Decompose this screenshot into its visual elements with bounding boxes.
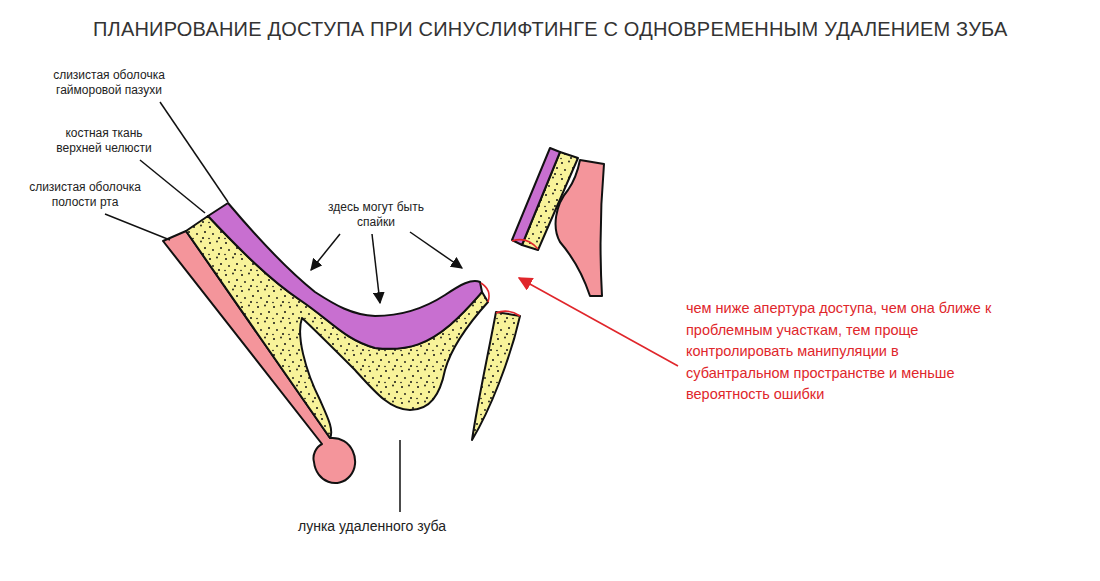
- cheek-mucosa: [556, 160, 604, 296]
- part-label: слизистая оболочка полости рта: [26, 180, 144, 210]
- diagram-title: ПЛАНИРОВАНИЕ ДОСТУПА ПРИ СИНУСЛИФТИНГЕ С…: [93, 18, 1008, 41]
- leader-line: [105, 102, 462, 512]
- note-label: здесь могут быть спайки: [322, 200, 430, 230]
- note-text: чем ниже апертура доступа, чем она ближе…: [686, 298, 998, 406]
- sinus-membrane: [208, 148, 560, 349]
- red-arrow: [519, 278, 678, 366]
- part-label: слизистая оболочка гайморовой пазухи: [50, 68, 168, 98]
- maxilla-bone: [186, 152, 578, 440]
- aperture-edge: [481, 240, 538, 316]
- part-label: лунка удаленного зуба: [298, 518, 446, 535]
- part-label: костная ткань верхней челюсти: [50, 126, 158, 156]
